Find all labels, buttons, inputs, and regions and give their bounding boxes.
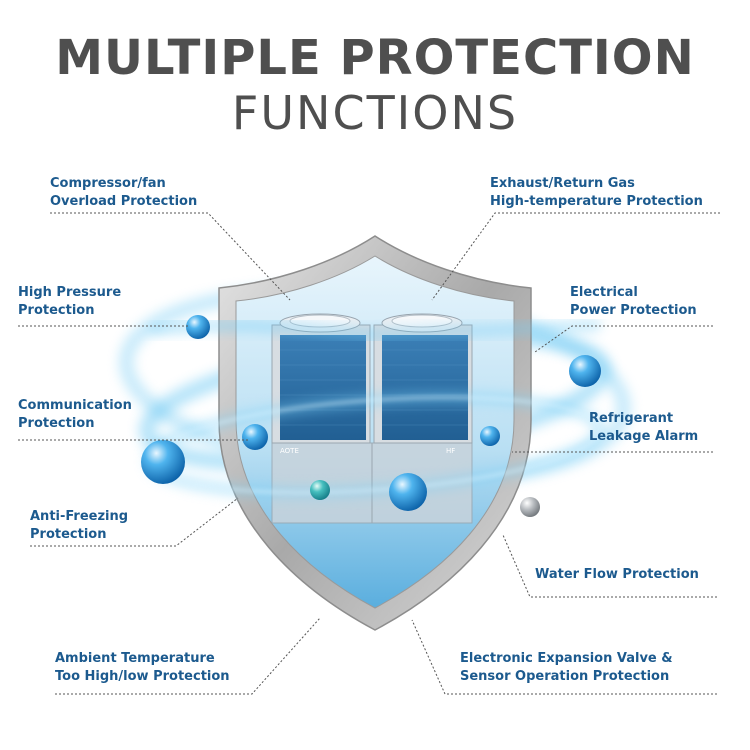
unit-badge-right: HF xyxy=(446,447,455,455)
sphere xyxy=(141,440,185,484)
title-line-1: MULTIPLE PROTECTION xyxy=(55,30,695,86)
label-line: High-temperature Protection xyxy=(490,194,703,209)
label-water-flow: Water Flow Protection xyxy=(535,566,699,584)
label-line: Protection xyxy=(30,527,107,542)
label-line: Exhaust/Return Gas xyxy=(490,176,635,191)
sphere xyxy=(310,480,330,500)
sphere xyxy=(186,315,210,339)
label-line: Overload Protection xyxy=(50,194,198,209)
label-line: Compressor/fan xyxy=(50,176,166,191)
label-line: Power Protection xyxy=(570,303,697,318)
label-line: Refrigerant xyxy=(589,411,674,426)
sphere xyxy=(480,426,500,446)
label-anti-freezing: Anti-Freezing Protection xyxy=(30,508,128,544)
label-line: Protection xyxy=(18,303,95,318)
label-exhaust-return-gas: Exhaust/Return Gas High-temperature Prot… xyxy=(490,175,703,211)
label-line: Communication xyxy=(18,398,132,413)
sphere xyxy=(520,497,540,517)
label-line: Too High/low Protection xyxy=(55,669,230,684)
label-refrigerant-leakage: Refrigerant Leakage Alarm xyxy=(589,410,698,446)
title-line-2: FUNCTIONS xyxy=(231,86,519,140)
heat-pump-unit xyxy=(271,313,473,524)
unit-badge-left: AOTE xyxy=(280,447,299,455)
label-line: Leakage Alarm xyxy=(589,429,699,444)
label-communication: Communication Protection xyxy=(18,397,132,433)
label-expansion-valve: Electronic Expansion Valve & Sensor Oper… xyxy=(460,650,673,686)
sphere xyxy=(389,473,427,511)
label-compressor-fan-overload: Compressor/fan Overload Protection xyxy=(50,175,197,211)
label-line: Electrical xyxy=(570,285,638,300)
label-line: High Pressure xyxy=(18,285,122,300)
label-line: Protection xyxy=(18,416,95,431)
label-electrical-power: Electrical Power Protection xyxy=(570,284,697,320)
sphere xyxy=(569,355,601,387)
sphere xyxy=(242,424,268,450)
label-line: Ambient Temperature xyxy=(55,651,215,666)
label-line: Sensor Operation Protection xyxy=(460,669,670,684)
label-high-pressure: High Pressure Protection xyxy=(18,284,121,320)
leader-lines xyxy=(18,212,720,695)
label-line: Anti-Freezing xyxy=(30,509,129,524)
label-line: Water Flow Protection xyxy=(535,567,699,582)
label-ambient-temperature: Ambient Temperature Too High/low Protect… xyxy=(55,650,230,686)
label-line: Electronic Expansion Valve & xyxy=(460,651,673,666)
